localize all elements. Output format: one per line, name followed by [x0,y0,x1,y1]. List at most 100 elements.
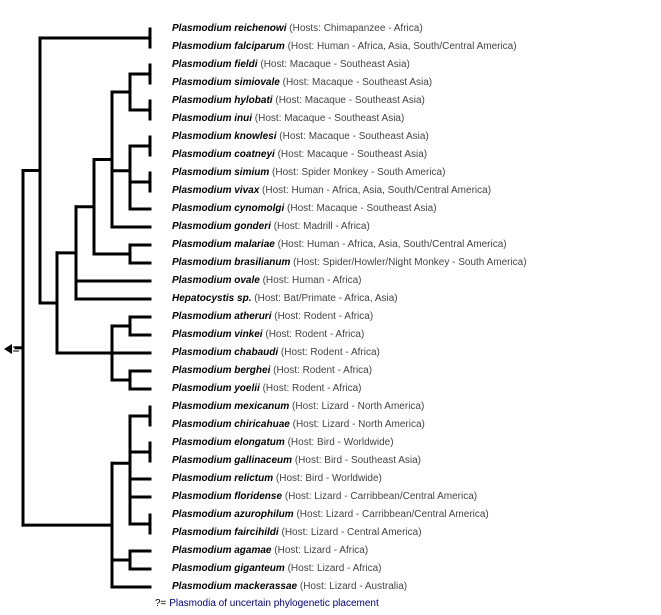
host-info: (Host: Bird - Worldwide) [287,437,394,448]
leaf-row: Plasmodium brasilianum (Host: Spider/How… [172,255,527,271]
taxon-name[interactable]: Plasmodium knowlesi [172,131,277,142]
leaf-row: Plasmodium vivax (Host: Human - Africa, … [172,183,491,199]
taxon-name[interactable]: Plasmodium fieldi [172,59,258,70]
taxon-name[interactable]: Plasmodium falciparum [172,41,285,52]
leaf-row: Plasmodium fieldi (Host: Macaque - South… [172,57,410,73]
leaf-row: Plasmodium vinkei (Host: Rodent - Africa… [172,327,364,343]
taxon-name[interactable]: Plasmodium azurophilum [172,509,294,520]
taxon-name[interactable]: Plasmodium floridense [172,491,283,502]
uncertain-placement-link[interactable]: ?= Plasmodia of uncertain phylogenetic p… [155,596,379,612]
host-info: (Host: Lizard - Carribbean/Central Ameri… [284,491,478,502]
taxon-name[interactable]: Plasmodium gallinaceum [172,455,293,466]
host-info: (Host: Bird - Southeast Asia) [294,455,421,466]
host-info: (Host: Macaque - Southeast Asia) [277,149,428,160]
host-info: (Host: Lizard - Africa) [287,563,382,574]
taxon-name[interactable]: Plasmodium yoelii [172,383,260,394]
leaf-row: Hepatocystis sp. (Host: Bat/Primate - Af… [172,291,398,307]
leaf-row: Plasmodium gallinaceum (Host: Bird - Sou… [172,453,421,469]
taxon-name[interactable]: Plasmodium simium [172,167,270,178]
host-info: (Host: Human - Africa, Asia, South/Centr… [287,41,517,52]
uncertain-mark: ?= [155,598,167,609]
leaf-row: Plasmodium berghei (Host: Rodent - Afric… [172,363,372,379]
host-info: (Hosts: Chimapanzee - Africa) [289,23,423,34]
taxon-name[interactable]: Plasmodium reichenowi [172,23,287,34]
taxon-name[interactable]: Plasmodium malariae [172,239,275,250]
host-info: (Host: Human - Africa, Asia, South/Centr… [262,185,492,196]
taxon-name[interactable]: Plasmodium giganteum [172,563,285,574]
leaf-row: Plasmodium reichenowi (Hosts: Chimapanze… [172,21,423,37]
host-info: (Host: Spider Monkey - South America) [272,167,446,178]
taxon-name[interactable]: Plasmodium mackerassae [172,581,298,592]
host-info: (Host: Rodent - Africa) [265,329,365,340]
leaf-row: Plasmodium chiricahuae (Host: Lizard - N… [172,417,425,433]
leaf-row: Plasmodium malariae (Host: Human - Afric… [172,237,507,253]
host-info: (Host: Lizard - Australia) [299,581,408,592]
taxon-name[interactable]: Plasmodium hylobati [172,95,273,106]
leaf-row: Plasmodium mackerassae (Host: Lizard - A… [172,579,407,595]
taxon-name[interactable]: Plasmodium agamae [172,545,272,556]
taxon-name[interactable]: Plasmodium cynomolgi [172,203,285,214]
leaf-row: Plasmodium yoelii (Host: Rodent - Africa… [172,381,362,397]
taxon-name[interactable]: Plasmodium inui [172,113,253,124]
taxon-name[interactable]: Plasmodium vinkei [172,329,263,340]
leaf-row: Plasmodium gonderi (Host: Madrill - Afri… [172,219,370,235]
taxon-name[interactable]: Plasmodium vivax [172,185,260,196]
host-info: (Host: Rodent - Africa) [280,347,380,358]
leaf-row: Plasmodium mexicanum (Host: Lizard - Nor… [172,399,424,415]
taxon-name[interactable]: Plasmodium mexicanum [172,401,290,412]
taxon-name[interactable]: Plasmodium brasilianum [172,257,291,268]
leaf-row: Plasmodium simium (Host: Spider Monkey -… [172,165,445,181]
host-info: (Host: Macaque - Southeast Asia) [260,59,410,70]
taxon-name[interactable]: Plasmodium simiovale [172,77,280,88]
taxon-name[interactable]: Plasmodium atheruri [172,311,272,322]
leaf-row: Plasmodium floridense (Host: Lizard - Ca… [172,489,477,505]
taxon-name[interactable]: Plasmodium coatneyi [172,149,275,160]
host-info: (Host: Lizard - Carribbean/Central Ameri… [296,509,489,520]
leaf-row: Plasmodium inui (Host: Macaque - Southea… [172,111,404,127]
leaf-row: Plasmodium chabaudi (Host: Rodent - Afri… [172,345,380,361]
leaf-row: Plasmodium giganteum (Host: Lizard - Afr… [172,561,382,577]
root-arrow-icon[interactable] [4,342,20,354]
host-info: (Host: Macaque - Southeast Asia) [275,95,425,106]
taxon-name[interactable]: Hepatocystis sp. [172,293,252,304]
leaf-row: Plasmodium relictum (Host: Bird - Worldw… [172,471,382,487]
leaf-row: Plasmodium ovale (Host: Human - Africa) [172,273,362,289]
taxon-name[interactable]: Plasmodium chiricahuae [172,419,290,430]
taxon-name[interactable]: Plasmodium gonderi [172,221,271,232]
host-info: (Host: Rodent - Africa) [262,383,362,394]
uncertain-label[interactable]: Plasmodia of uncertain phylogenetic plac… [169,598,379,609]
host-info: (Host: Lizard - North America) [292,401,425,412]
taxon-name[interactable]: Plasmodium ovale [172,275,260,286]
taxon-name[interactable]: Plasmodium berghei [172,365,271,376]
host-info: (Host: Rodent - Africa) [273,365,373,376]
host-info: (Host: Macaque - Southeast Asia) [287,203,437,214]
host-info: (Host: Macaque - Southeast Asia) [254,113,405,124]
taxon-name[interactable]: Plasmodium elongatum [172,437,285,448]
host-info: (Host: Bird - Worldwide) [275,473,382,484]
host-info: (Host: Lizard - Africa) [274,545,369,556]
taxon-name[interactable]: Plasmodium chabaudi [172,347,279,358]
host-info: (Host: Human - Africa) [262,275,362,286]
host-info: (Host: Bat/Primate - Africa, Asia) [254,293,398,304]
host-info: (Host: Lizard - Central America) [281,527,422,538]
host-info: (Host: Macaque - Southeast Asia) [282,77,433,88]
leaf-row: Plasmodium hylobati (Host: Macaque - Sou… [172,93,425,109]
host-info: (Host: Macaque - Southeast Asia) [279,131,429,142]
leaf-row: Plasmodium cynomolgi (Host: Macaque - So… [172,201,437,217]
leaf-row: Plasmodium coatneyi (Host: Macaque - Sou… [172,147,427,163]
leaf-row: Plasmodium azurophilum (Host: Lizard - C… [172,507,489,523]
host-info: (Host: Madrill - Africa) [273,221,370,232]
leaf-row: Plasmodium knowlesi (Host: Macaque - Sou… [172,129,429,145]
leaf-row: Plasmodium simiovale (Host: Macaque - So… [172,75,432,91]
taxon-name[interactable]: Plasmodium relictum [172,473,274,484]
host-info: (Host: Rodent - Africa) [274,311,374,322]
taxon-name[interactable]: Plasmodium faircihildi [172,527,279,538]
host-info: (Host: Lizard - North America) [292,419,425,430]
host-info: (Host: Spider/Howler/Night Monkey - Sout… [293,257,527,268]
leaf-row: Plasmodium agamae (Host: Lizard - Africa… [172,543,368,559]
leaf-row: Plasmodium falciparum (Host: Human - Afr… [172,39,517,55]
leaf-row: Plasmodium elongatum (Host: Bird - World… [172,435,394,451]
leaf-row: Plasmodium faircihildi (Host: Lizard - C… [172,525,422,541]
